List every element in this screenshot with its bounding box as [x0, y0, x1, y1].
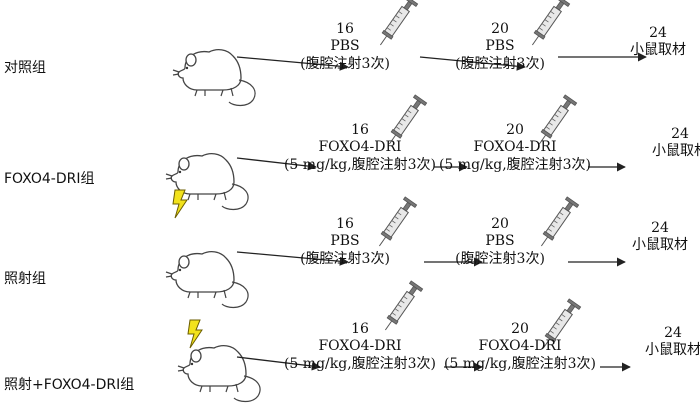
day-label: 24 — [671, 126, 689, 142]
day-label: 20 — [506, 122, 524, 138]
day-label: 16 — [336, 21, 354, 37]
dose-label: (5 mg/kg,腹腔注射3次) — [444, 355, 596, 372]
timeline-arrow — [236, 251, 349, 266]
timeline-arrow — [236, 56, 349, 71]
syringe-icon — [374, 0, 419, 50]
dose-label: (腹腔注射3次) — [300, 55, 390, 72]
group-label: FOXO4-DRI组 — [4, 171, 95, 187]
mouse-icon — [177, 345, 261, 403]
dose-label: (腹腔注射3次) — [455, 250, 545, 267]
group-label: 照射+FOXO4-DRI组 — [4, 377, 134, 393]
day-label: 16 — [351, 122, 369, 138]
day-label: 20 — [491, 216, 509, 232]
group-label: 照射组 — [4, 271, 46, 287]
endpoint-label: 小鼠取材 — [632, 237, 688, 253]
day-label: 24 — [664, 325, 682, 341]
endpoint-label: 小鼠取材 — [652, 143, 700, 159]
treatment-label: FOXO4-DRI — [318, 338, 401, 354]
syringe-icon — [526, 0, 571, 50]
timeline-arrow — [236, 157, 317, 171]
timeline-arrow — [236, 356, 321, 371]
syringe-icon — [535, 196, 580, 251]
group-label: 对照组 — [4, 60, 46, 76]
day-label: 16 — [351, 321, 369, 337]
day-label: 16 — [336, 216, 354, 232]
day-label: 20 — [491, 21, 509, 37]
mouse-icon — [165, 251, 249, 309]
day-label: 24 — [649, 25, 667, 41]
lightning-bolt-icon — [172, 189, 188, 219]
treatment-label: FOXO4-DRI — [318, 139, 401, 155]
timeline-arrow — [419, 56, 526, 71]
treatment-label: FOXO4-DRI — [478, 338, 561, 354]
lightning-bolt-icon — [187, 319, 203, 349]
day-label: 24 — [651, 220, 669, 236]
treatment-label: FOXO4-DRI — [473, 139, 556, 155]
endpoint-label: 小鼠取材 — [645, 342, 700, 358]
dose-label: (腹腔注射3次) — [300, 250, 390, 267]
endpoint-label: 小鼠取材 — [630, 42, 686, 58]
dose-label: (5 mg/kg,腹腔注射3次) — [284, 156, 436, 173]
dose-label: (腹腔注射3次) — [455, 55, 545, 72]
dose-label: (5 mg/kg,腹腔注射3次) — [284, 355, 436, 372]
treatment-label: PBS — [330, 38, 359, 54]
day-label: 20 — [511, 321, 529, 337]
treatment-label: PBS — [485, 233, 514, 249]
treatment-label: PBS — [330, 233, 359, 249]
dose-label: (5 mg/kg,腹腔注射3次) — [439, 156, 591, 173]
syringe-icon — [373, 196, 418, 251]
treatment-label: PBS — [485, 38, 514, 54]
syringe-icon — [379, 280, 424, 335]
